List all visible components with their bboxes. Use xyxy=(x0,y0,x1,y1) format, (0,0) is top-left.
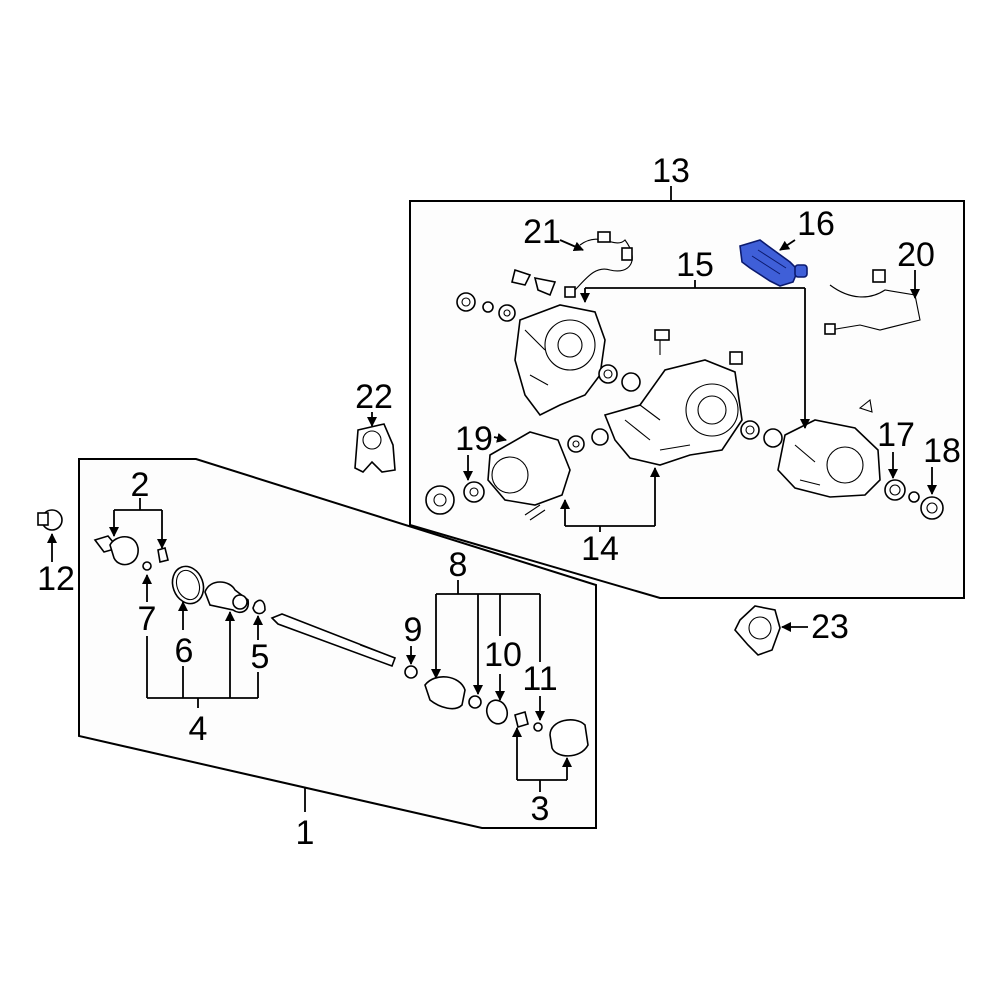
callout-13: 13 xyxy=(652,152,690,190)
callout-2: 2 xyxy=(131,466,150,504)
callout-11: 11 xyxy=(522,660,557,698)
callout-14: 14 xyxy=(581,530,619,568)
harness-21 xyxy=(511,231,633,298)
bolt-12 xyxy=(37,509,63,531)
right-housing xyxy=(777,419,881,498)
callout-8: 8 xyxy=(449,546,468,584)
callout-3: 3 xyxy=(531,790,550,828)
callout-12: 12 xyxy=(37,560,75,598)
mount-22 xyxy=(354,423,396,473)
callout-16: 16 xyxy=(797,205,835,243)
callout-1: 1 xyxy=(296,814,315,852)
inner-cv-joint xyxy=(514,710,589,757)
callout-22: 22 xyxy=(355,378,393,416)
callout-23: 23 xyxy=(811,608,849,646)
harness-20 xyxy=(824,269,921,413)
center-housing xyxy=(603,359,743,466)
callout-21: 21 xyxy=(523,213,561,251)
clip-9 xyxy=(404,665,418,679)
right-bearings xyxy=(740,420,944,520)
callout-6: 6 xyxy=(175,632,194,670)
callout-4: 4 xyxy=(189,710,208,748)
left-bearings xyxy=(456,292,641,392)
gear-housing xyxy=(425,428,609,521)
callout-9: 9 xyxy=(404,611,423,649)
highlighted-part-16[interactable] xyxy=(739,239,808,287)
callout-15: 15 xyxy=(676,246,714,284)
callout-17: 17 xyxy=(877,416,915,454)
clamp-10 xyxy=(485,699,509,725)
axle-shaft xyxy=(270,613,397,668)
sensor-part xyxy=(654,329,743,365)
callout-7: 7 xyxy=(138,600,157,638)
callout-19: 19 xyxy=(455,420,493,458)
callout-5: 5 xyxy=(251,638,270,676)
mount-23 xyxy=(734,605,781,656)
left-housing-cover xyxy=(514,304,606,417)
callout-18: 18 xyxy=(923,432,961,470)
callout-10: 10 xyxy=(484,636,522,674)
boot-4 xyxy=(204,581,266,615)
boot-clamp-6 xyxy=(171,565,205,605)
callout-20: 20 xyxy=(897,236,935,274)
